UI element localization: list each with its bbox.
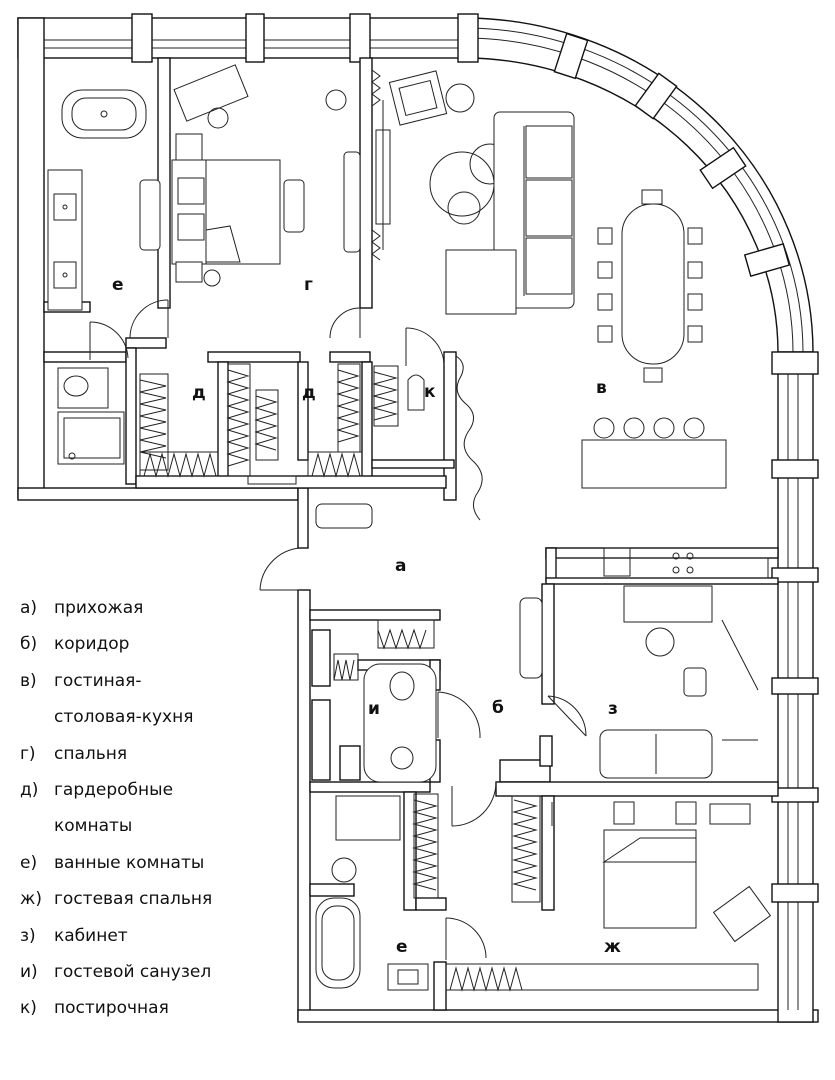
room-label-zh: ж [604,937,621,957]
room-label-b: б [492,698,504,718]
room-label-d1: д [192,383,206,403]
legend-key: б) [20,634,38,655]
legend-text: комнаты [54,816,133,837]
outer-walls [17,13,819,1023]
legend-item: д) гардеробные [20,778,300,814]
interior-walls [43,57,779,1011]
legend-item: з) кабинет [20,924,300,960]
room-label-k: к [424,382,436,402]
room-label-e2: е [396,937,408,957]
room-label-d2: д [302,383,316,403]
legend-text: гостевой санузел [54,961,212,982]
legend-key: и) [20,961,38,982]
living-furniture [315,70,769,579]
legend-item-continuation: комнаты [20,814,300,850]
doors [89,299,587,960]
legend-text: прихожая [54,598,144,618]
legend-item-continuation: столовая-кухня [20,705,300,741]
legend-key: к) [20,998,37,1019]
legend-text: столовая-кухня [54,707,194,728]
bathroom-fixtures [47,89,147,465]
room-label-v: в [596,378,607,398]
legend-key: з) [20,925,36,946]
room-labels: а б в г д д к е е ж з и [112,275,621,957]
wardrobes [139,363,425,485]
legend-key: ж) [20,889,42,910]
legend-text: гардеробные [54,779,174,800]
legend-key: д) [20,779,39,800]
legend-item: к) постирочная [20,996,300,1032]
legend-key: е) [20,852,38,873]
room-label-i: и [368,699,380,719]
guest-bath-fixtures [315,793,541,991]
legend-item: е) ванные комнаты [20,851,300,887]
legend-key: г) [20,743,36,764]
legend-item: г) спальня [20,742,300,778]
legend-item: и) гостевой санузел [20,960,300,996]
legend-text: гостиная- [54,670,142,691]
room-label-e1: е [112,275,124,295]
guest-wc-fixtures [333,619,437,783]
legend-key: в) [20,670,37,691]
legend-key: а) [20,598,38,618]
study-furniture [519,585,759,779]
room-label-g: г [304,275,313,295]
legend-text: ванные комнаты [54,852,205,873]
legend: а) прихожая б) коридор в) гостиная- столова… [20,596,300,1033]
legend-item: а) прихожая [20,596,300,632]
legend-item: б) коридор [20,632,300,668]
legend-item: в) гостиная- [20,669,300,705]
legend-text: кабинет [54,925,128,946]
bedroom-furniture [139,64,391,287]
legend-text: спальня [54,743,128,764]
legend-text: гостевая спальня [54,889,213,910]
legend-item: ж) гостевая спальня [20,887,300,923]
room-label-a: а [395,556,406,576]
guest-bedroom-furniture [445,801,772,992]
legend-text: коридор [54,634,130,655]
room-label-z: з [608,699,618,719]
legend-text: постирочная [54,998,169,1019]
